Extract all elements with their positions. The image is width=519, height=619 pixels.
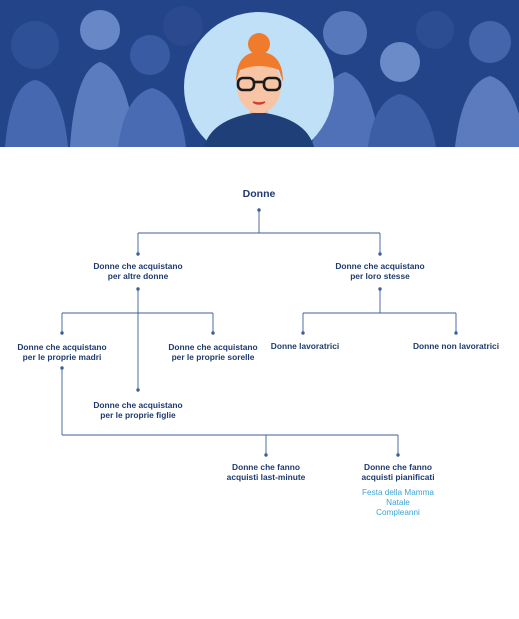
node-working: Donne lavoratrici	[270, 341, 340, 351]
header-banner	[0, 0, 519, 147]
woman-with-glasses-avatar-icon	[184, 12, 334, 147]
node-daughters: Donne che acquistano per le proprie figl…	[93, 400, 183, 420]
occasion-item: Festa della Mamma	[362, 488, 434, 497]
node-planned: Donne che fanno acquisti pianificati	[361, 462, 435, 482]
occasion-item: Compleanni	[376, 507, 420, 517]
node-mothers: Donne che acquistano per le proprie madr…	[17, 342, 107, 362]
node-buy-for-others: Donne che acquistano per altre donne	[93, 261, 183, 281]
node-sisters: Donne che acquistano per le proprie sore…	[168, 342, 258, 362]
node-buy-for-self: Donne che acquistano per loro stesse	[335, 261, 425, 281]
node-non-working: Donne non lavoratrici	[412, 341, 500, 351]
node-last-minute: Donne che fanno acquisti last-minute	[226, 462, 306, 482]
node-root: Donne	[242, 188, 276, 200]
women-crowd-illustration	[5, 6, 519, 147]
occasion-item: Natale	[386, 497, 410, 507]
planned-occasions-list: Festa della Mamma Natale Compleanni	[362, 488, 434, 517]
